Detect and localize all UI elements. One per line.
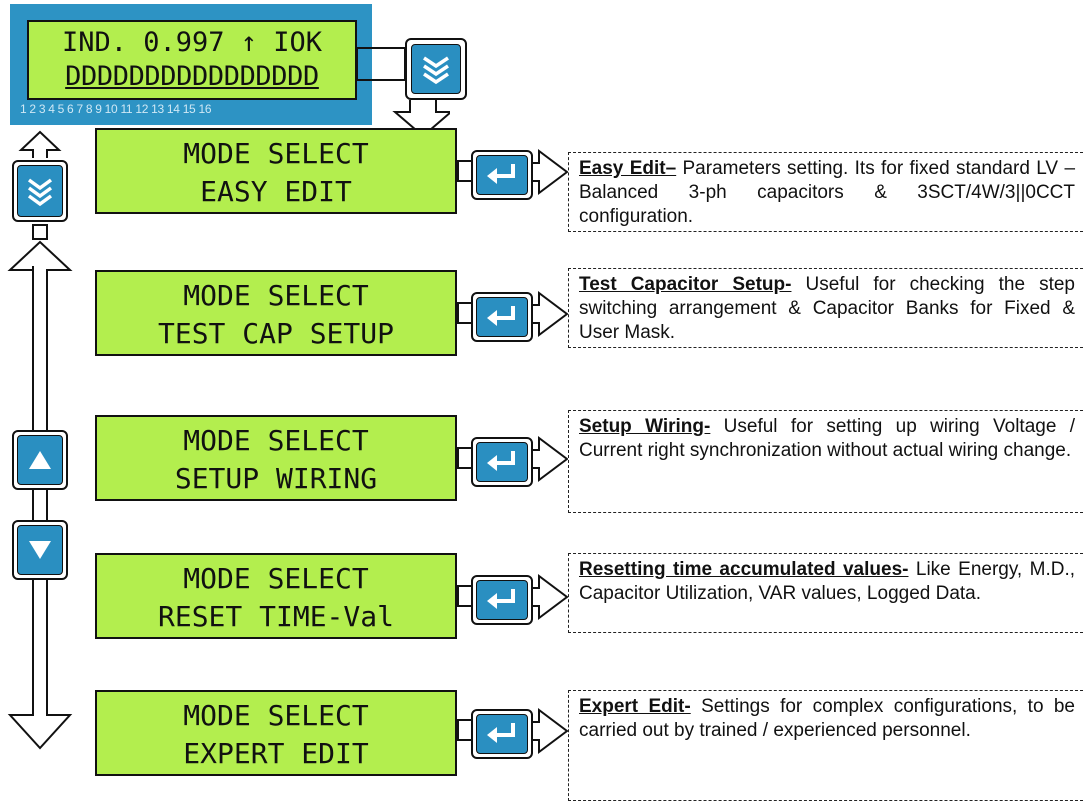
description-easy-edit: Easy Edit– Parameters setting. Its for f… [568, 152, 1083, 232]
description-text: Useful for setting up wiring Voltage / C… [579, 416, 1075, 461]
up-button[interactable] [12, 430, 68, 490]
lcd-mode-expert-edit: MODE SELECT EXPERT EDIT [95, 690, 457, 776]
description-text: Useful for checking the step switching a… [579, 274, 1075, 343]
description-title: Test Capacitor Setup- [579, 274, 792, 295]
lcd-line-1: MODE SELECT [183, 137, 369, 170]
description-text: Parameters setting. Its for fixed standa… [579, 158, 1076, 227]
lcd-mode-setup-wiring: MODE SELECT SETUP WIRING [95, 415, 457, 501]
description-text: Like Energy, M.D., Capacitor Utilization… [579, 559, 1075, 604]
triple-chevron-down-icon [27, 178, 53, 207]
triple-chevron-down-icon [423, 56, 449, 85]
left-navigation-arrows [7, 130, 73, 750]
lcd-line-2: EXPERT EDIT [183, 737, 369, 770]
lcd-mode-test-cap-setup: MODE SELECT TEST CAP SETUP [95, 270, 457, 356]
up-triangle-icon [29, 451, 51, 469]
step-numbers: 1 2 3 4 5 6 7 8 9 10 11 12 13 14 15 16 [20, 102, 212, 116]
enter-connector-4 [457, 574, 569, 620]
status-line-1: IND. 0.997 ↑ IOK [61, 27, 323, 58]
lcd-mode-easy-edit: MODE SELECT EASY EDIT [95, 128, 457, 214]
description-title: Resetting time accumulated values- [579, 559, 909, 580]
lcd-line-2: RESET TIME-Val [157, 600, 394, 633]
enter-icon [487, 451, 515, 471]
description-test-cap-setup: Test Capacitor Setup- Useful for checkin… [568, 268, 1083, 348]
scroll-button-left[interactable] [12, 160, 68, 222]
lcd-line-1: MODE SELECT [183, 279, 369, 312]
lcd-mode-reset-time-val: MODE SELECT RESET TIME-Val [95, 553, 457, 639]
lcd-line-1: MODE SELECT [183, 562, 369, 595]
description-reset-time-val: Resetting time accumulated values- Like … [568, 553, 1083, 633]
down-button[interactable] [12, 520, 68, 580]
scroll-button-top[interactable] [405, 38, 467, 100]
description-text: Settings for complex configurations, to … [579, 696, 1076, 741]
lcd-line-2: EASY EDIT [200, 175, 352, 208]
enter-button-setup-wiring[interactable] [471, 437, 533, 487]
status-line-2: DDDDDDDDDDDDDDDD [65, 61, 319, 92]
description-setup-wiring: Setup Wiring- Useful for setting up wiri… [568, 410, 1083, 513]
enter-button-test-cap-setup[interactable] [471, 292, 533, 342]
enter-icon [487, 164, 515, 184]
description-title: Easy Edit– [579, 158, 677, 179]
enter-button-expert-edit[interactable] [471, 709, 533, 759]
lcd-line-2: TEST CAP SETUP [157, 317, 394, 350]
enter-button-easy-edit[interactable] [471, 150, 533, 200]
description-expert-edit: Expert Edit- Settings for complex config… [568, 690, 1083, 801]
enter-icon [487, 723, 515, 743]
down-triangle-icon [29, 541, 51, 559]
enter-icon [487, 589, 515, 609]
lcd-line-1: MODE SELECT [183, 699, 369, 732]
enter-icon [487, 306, 515, 326]
description-title: Expert Edit- [579, 696, 691, 717]
enter-button-reset-time-val[interactable] [471, 575, 533, 625]
lcd-line-2: SETUP WIRING [174, 462, 378, 495]
description-title: Setup Wiring- [579, 416, 711, 437]
lcd-line-1: MODE SELECT [183, 424, 369, 457]
status-lcd: IND. 0.997 ↑ IOK DDDDDDDDDDDDDDDD [27, 20, 357, 100]
